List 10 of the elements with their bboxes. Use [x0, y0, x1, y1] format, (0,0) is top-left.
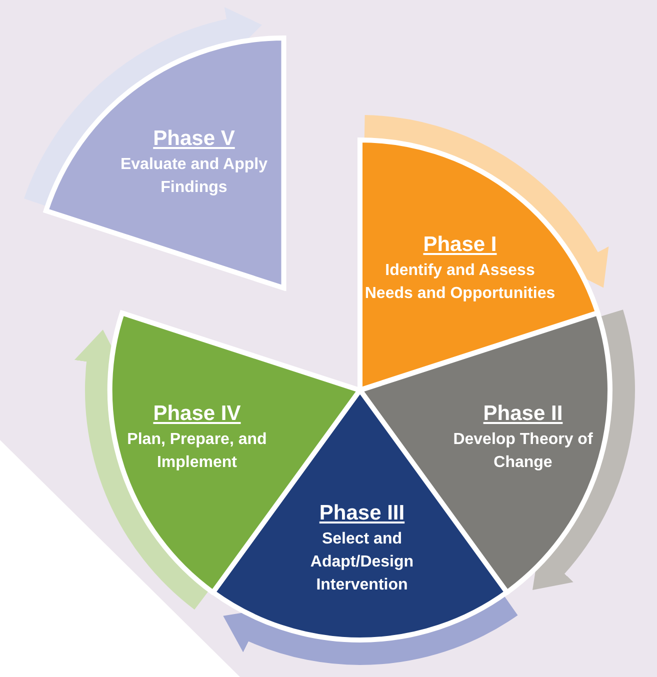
phase-description: Develop Theory of Change — [452, 430, 594, 473]
phase-description: Identify and Assess Needs and Opportunities — [364, 261, 556, 304]
phase-title: Phase III — [319, 500, 405, 526]
phase-description: Select and Adapt/Design Intervention — [309, 530, 415, 596]
phase-title: Phase II — [483, 400, 563, 427]
phase-description: Evaluate and Apply Findings — [119, 155, 268, 198]
phase-title: Phase I — [423, 232, 497, 258]
phase-title: Phase V — [153, 126, 235, 152]
phase-title: Phase IV — [153, 400, 241, 427]
phase-description: Plan, Prepare, and Implement — [126, 430, 268, 473]
